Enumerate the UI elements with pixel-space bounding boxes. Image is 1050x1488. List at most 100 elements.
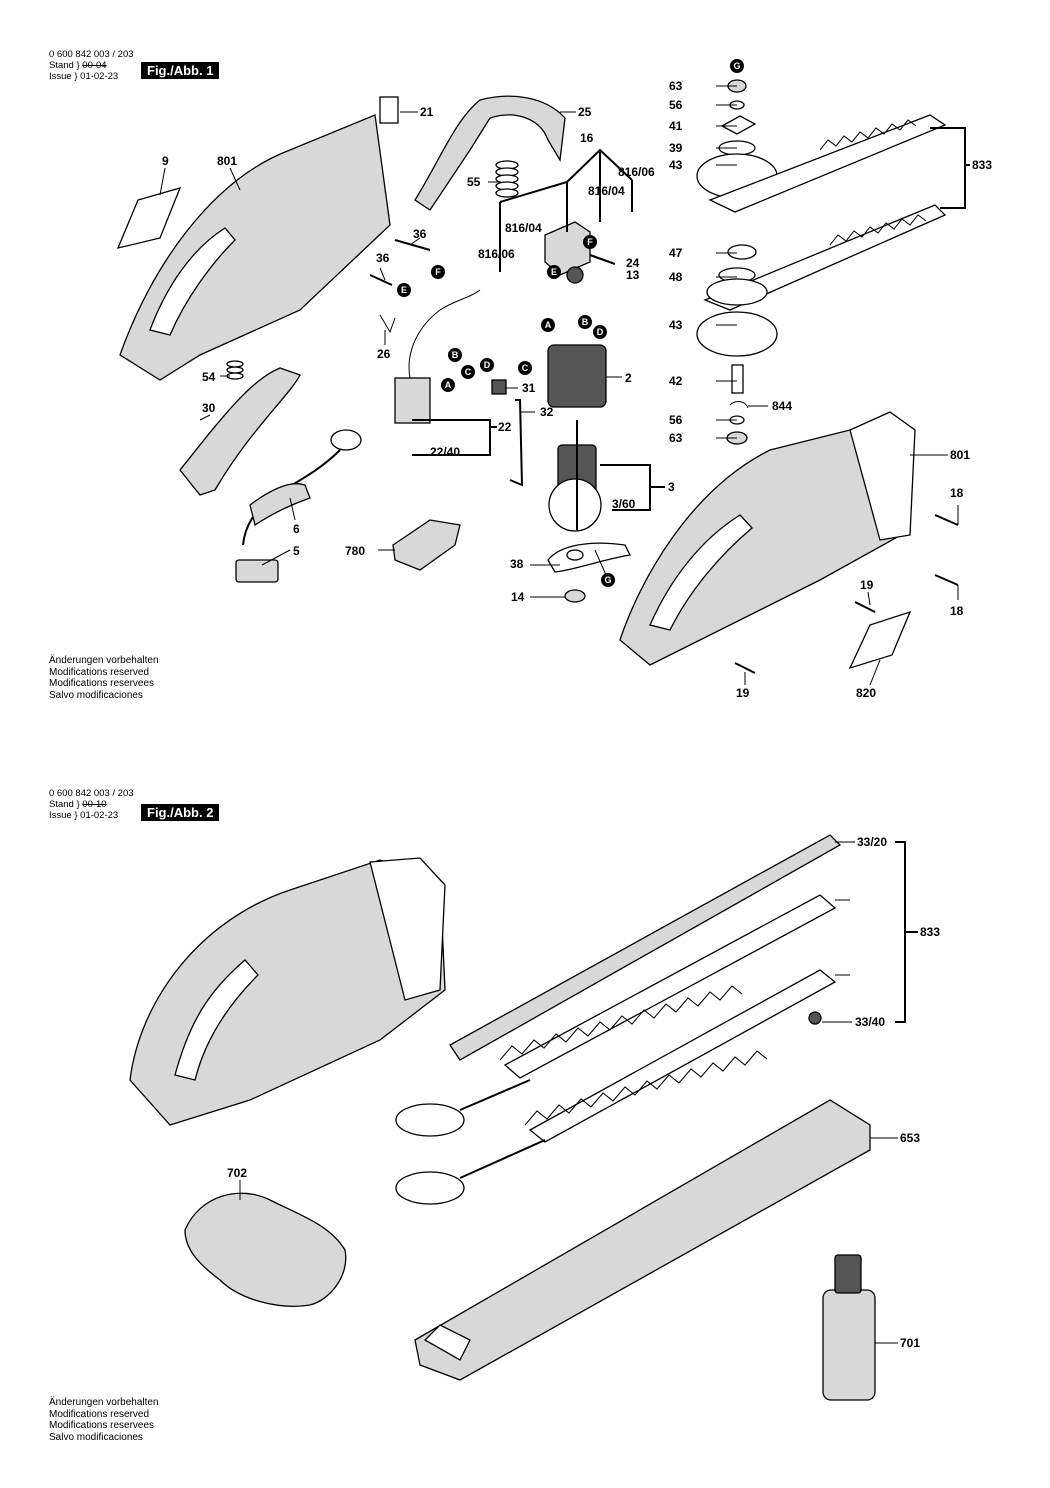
label-5: 5 xyxy=(293,544,300,558)
svg-text:G: G xyxy=(733,61,740,71)
label-3-60: 3/60 xyxy=(612,497,636,511)
connector-C-right xyxy=(518,361,532,375)
label-56-top: 56 xyxy=(669,98,683,112)
connector-A-left xyxy=(441,378,455,392)
plate-41 xyxy=(720,115,757,135)
blade-cover-653 xyxy=(414,1099,871,1381)
label-48: 48 xyxy=(669,270,683,284)
label-56-bottom: 56 xyxy=(669,413,683,427)
label-32: 32 xyxy=(540,405,554,419)
label-43-top: 43 xyxy=(669,158,683,172)
label-653: 653 xyxy=(900,1131,920,1145)
wire-32 xyxy=(509,399,524,487)
fig1-header: 0 600 842 003 / 203 Stand } 00-04 Issue … xyxy=(49,49,134,82)
label-31: 31 xyxy=(522,381,536,395)
fig2-doc-number: 0 600 842 003 / 203 xyxy=(49,788,134,799)
blade-upper-fig1 xyxy=(708,114,947,213)
oil-bottle-701 xyxy=(822,1289,876,1401)
spring-54 xyxy=(226,360,244,380)
svg-text:A: A xyxy=(545,320,552,330)
label-30: 30 xyxy=(202,401,216,415)
blade-rail-fig2 xyxy=(449,834,842,1061)
screw-24 xyxy=(589,254,616,265)
blade-lower-fig1 xyxy=(703,204,947,311)
gear-43b xyxy=(696,311,778,357)
svg-text:G: G xyxy=(604,575,611,585)
label-plate-9 xyxy=(116,187,182,249)
clip-844 xyxy=(729,401,749,409)
label-21 xyxy=(379,96,399,124)
handle-25 xyxy=(414,95,566,211)
fig2-issue: Issue } 01-02-23 xyxy=(49,810,119,821)
label-19-bottom: 19 xyxy=(736,686,750,700)
housing-left-window xyxy=(149,227,236,336)
label-833-fig2: 833 xyxy=(920,925,940,939)
stator-2 xyxy=(547,344,607,408)
svg-text:E: E xyxy=(401,285,407,295)
fig1-issue: Issue } 01-02-23 xyxy=(49,71,119,82)
label-36-a: 36 xyxy=(413,227,427,241)
svg-text:C: C xyxy=(465,367,472,377)
svg-text:E: E xyxy=(551,267,557,277)
fan-360 xyxy=(548,478,602,532)
connector-C-left xyxy=(461,365,475,379)
fig2-header: 0 600 842 003 / 203 Stand } 00-10 Issue … xyxy=(49,788,134,821)
blade-eye-fig1 xyxy=(706,278,768,306)
label-38: 38 xyxy=(510,557,524,571)
connector-letters: G G F F E E A A B B C C D D xyxy=(401,61,741,585)
label-820 xyxy=(848,610,912,670)
label-14: 14 xyxy=(511,590,525,604)
label-2: 2 xyxy=(625,371,632,385)
label-63-bottom: 63 xyxy=(669,431,683,445)
label-24: 24 xyxy=(626,256,640,270)
brackets-fig2 xyxy=(895,841,918,1023)
svg-text:F: F xyxy=(435,267,441,277)
wiring xyxy=(408,289,481,379)
blade-upper-fig2 xyxy=(503,894,837,1079)
housing-half-left xyxy=(119,114,391,381)
blade-tail-lower xyxy=(459,1139,546,1179)
label-33-20: 33/20 xyxy=(857,835,887,849)
plug-5 xyxy=(235,559,279,583)
label-41: 41 xyxy=(669,119,683,133)
label-701: 701 xyxy=(900,1336,920,1350)
pinion-13 xyxy=(566,266,584,284)
label-844: 844 xyxy=(772,399,792,413)
connector-F-right xyxy=(583,235,597,249)
svg-text:A: A xyxy=(445,380,452,390)
oil-bottle-cap xyxy=(834,1254,862,1294)
label-13: 13 xyxy=(626,268,640,282)
connector-D-left xyxy=(480,358,494,372)
svg-text:B: B xyxy=(452,350,459,360)
label-33-40: 33/40 xyxy=(855,1015,885,1029)
label-18-bottom: 18 xyxy=(950,604,964,618)
pin-42 xyxy=(731,364,744,394)
blade-teeth-fig2 xyxy=(499,985,768,1126)
brush-31 xyxy=(491,379,507,395)
label-19-right: 19 xyxy=(860,578,874,592)
label-816-06-top: 816/06 xyxy=(618,165,655,179)
capacitor-block xyxy=(394,377,431,424)
label-702: 702 xyxy=(227,1166,247,1180)
brackets-fig1 xyxy=(412,127,970,511)
label-63-top: 63 xyxy=(669,79,683,93)
screw-3340 xyxy=(808,1011,822,1025)
svg-text:B: B xyxy=(582,317,589,327)
glove-702 xyxy=(184,1192,347,1307)
label-25: 25 xyxy=(578,105,592,119)
label-816-04-top: 816/04 xyxy=(588,184,625,198)
label-39: 39 xyxy=(669,141,683,155)
connector-markers xyxy=(397,59,744,587)
screw-18b xyxy=(934,574,959,586)
blade-lower-fig2 xyxy=(528,969,837,1143)
label-16: 16 xyxy=(580,131,594,145)
label-18-top: 18 xyxy=(950,486,964,500)
label-6: 6 xyxy=(293,522,300,536)
label-833-fig1: 833 xyxy=(972,158,992,172)
cable-ring xyxy=(330,429,362,451)
blade-tail-upper xyxy=(459,1079,531,1111)
pin-36a xyxy=(394,239,431,251)
leader-lines-fig1 xyxy=(159,85,959,686)
label-780: 780 xyxy=(345,544,365,558)
